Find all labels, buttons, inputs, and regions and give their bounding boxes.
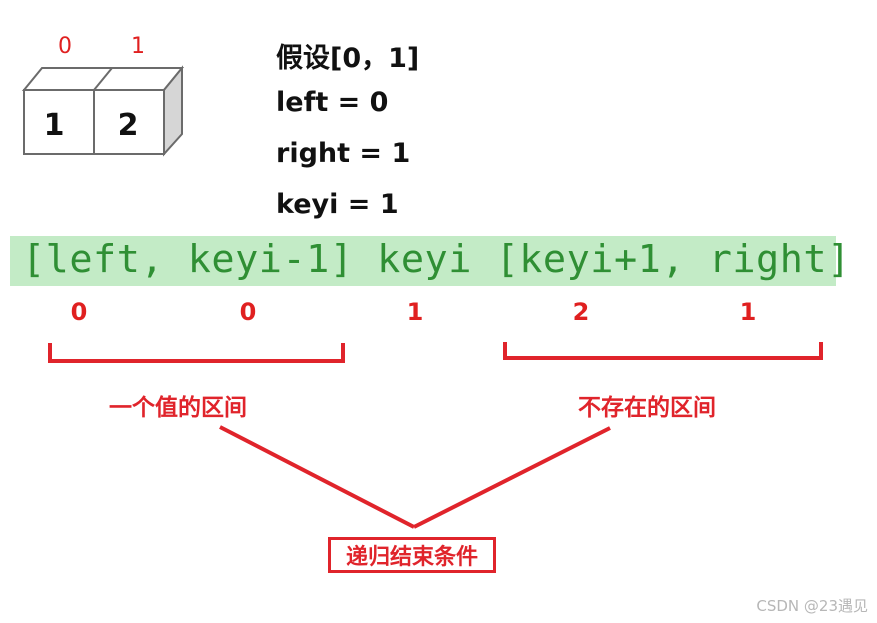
- left-interval-label: 一个值的区间: [109, 388, 247, 422]
- left-bracket: [50, 343, 343, 361]
- watermark: CSDN @23遇见: [756, 595, 868, 616]
- conclusion-label: 递归结束条件: [346, 539, 478, 571]
- right-bracket: [505, 342, 821, 358]
- right-interval-label: 不存在的区间: [578, 388, 716, 422]
- conclusion-box: 递归结束条件: [328, 537, 496, 573]
- left-connector: [220, 427, 414, 527]
- right-connector: [414, 428, 610, 527]
